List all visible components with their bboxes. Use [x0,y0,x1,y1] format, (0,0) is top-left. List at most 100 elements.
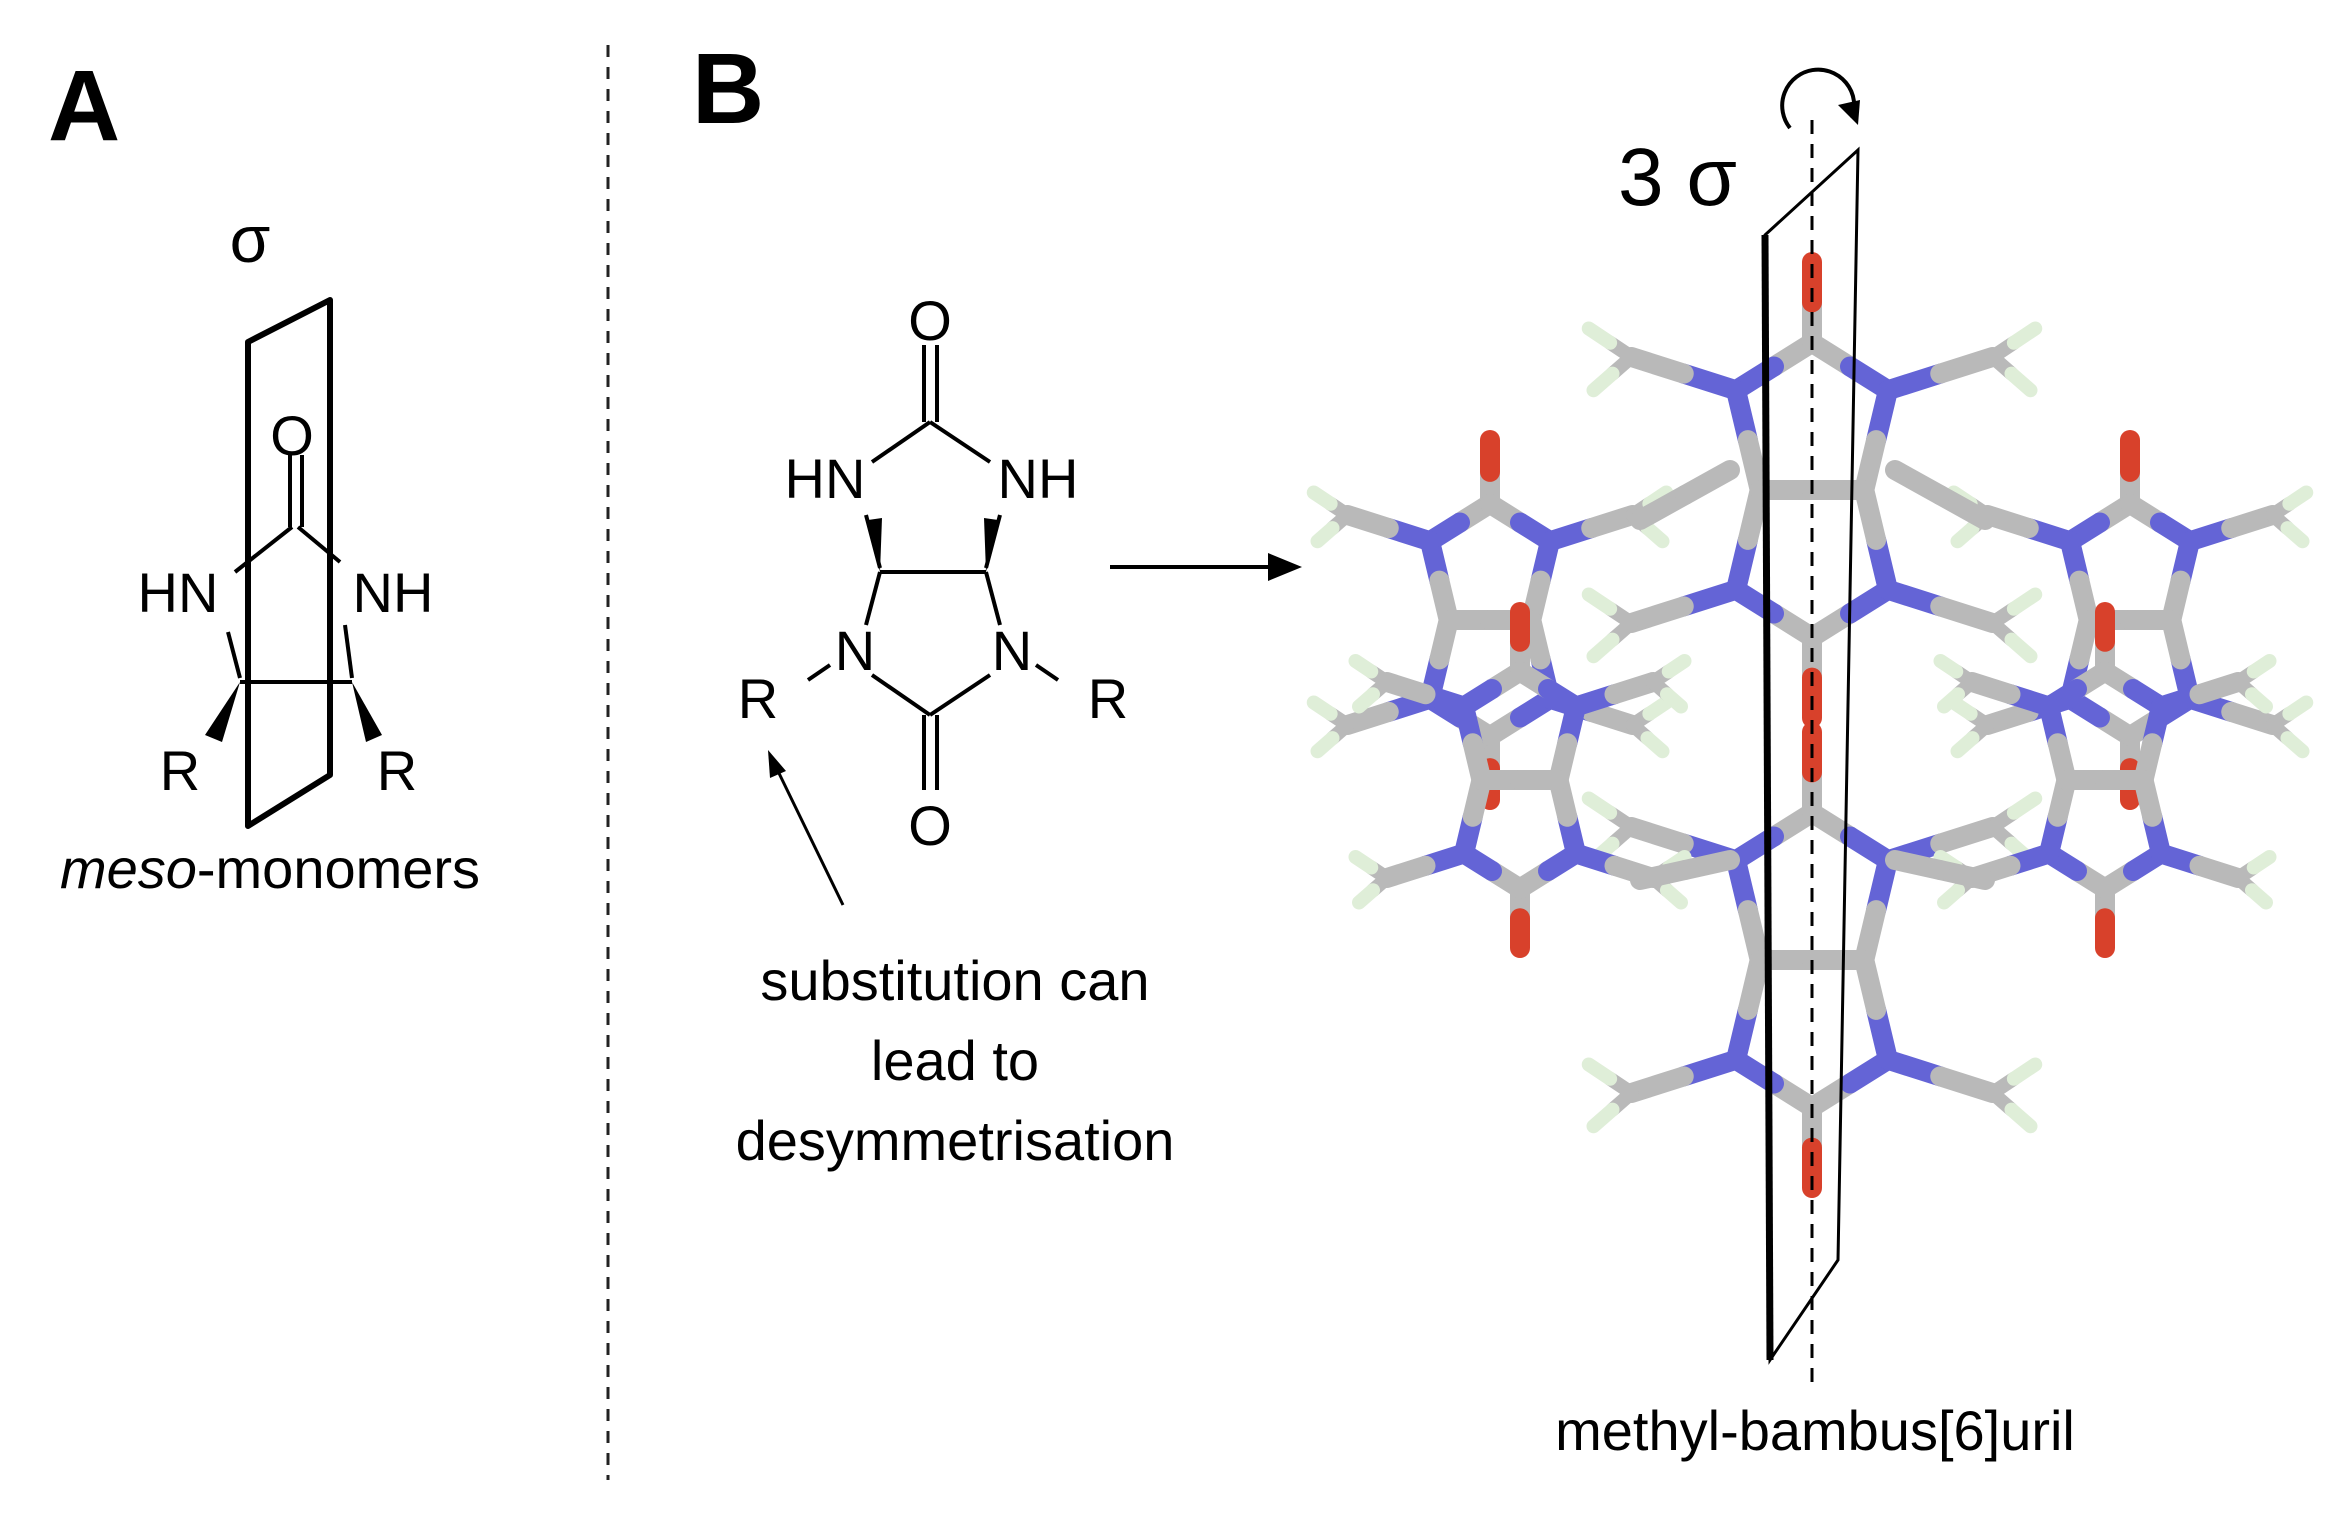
model-bond [1640,731,1670,759]
atom-r-left-b: R [738,667,778,730]
model-bond [1352,687,1380,714]
model-bond [1930,596,2003,633]
model-bond [1660,687,1688,714]
bambusuril-3d-model [1306,252,2314,1198]
note-line-1: substitution can [760,949,1149,1012]
atom-o-top: O [908,289,952,352]
wedge-bond-left [205,682,240,742]
bond-c-n-right [984,571,1002,626]
model-bond [2282,695,2314,721]
atom-nh: NH [353,561,434,624]
rotation-arrow-head [1838,100,1860,125]
model-bond [1337,701,1399,735]
note-line-2: lead to [871,1029,1039,1092]
model-bond [1933,654,1964,679]
panel-a-label: A [48,50,120,162]
model-bond [1306,695,1338,721]
substitution-arrow-head [768,750,786,778]
model-bond [2282,485,2314,511]
model-bond [1348,654,1379,679]
bond-n-c-bottom-left [870,673,932,717]
model-bond [1621,596,1694,633]
model-bond [2004,632,2038,664]
model-bond [2221,505,2283,539]
bond-c-n-left [864,571,882,626]
reaction-arrow-head [1268,553,1302,581]
model-bond [1581,587,1618,616]
model-bond [2006,791,2043,820]
atom-r-right-b: R [1088,667,1128,730]
atom-r-right: R [377,739,417,802]
model-bond [1581,1057,1618,1086]
model-bond [1885,460,1950,505]
model-bond [2280,521,2310,549]
model-bond [2245,687,2273,714]
model-bond [1306,485,1338,511]
model-bond [2006,321,2043,350]
atom-n-left: N [835,619,875,682]
model-bond [1977,701,2039,735]
model-bond [1337,505,1399,539]
atom-hn-b: HN [785,447,866,510]
model-bond [1675,850,1740,880]
atom-o-bottom: O [908,794,952,857]
model-bond [2006,1057,2043,1086]
bond-c-nh-right [296,525,342,564]
atom-nh-b: NH [998,447,1079,510]
atom-n-right: N [992,619,1032,682]
model-bond [2221,701,2283,735]
model-bond [1581,701,1643,735]
structure-caption: methyl-bambus[6]uril [1555,1399,2075,1462]
model-bond [1930,1066,2003,1103]
model-bond [1581,321,1618,350]
bond-n-r-left [806,663,832,682]
model-bond [1586,366,1620,398]
bond-n-c-right [343,624,354,679]
model-bond [1950,731,1980,759]
model-bond [1586,1102,1620,1134]
model-bond [1660,883,1688,910]
model-bond [2006,587,2043,616]
mirror-plane-front-edge [1761,234,1774,1361]
model-bond [2245,883,2273,910]
model-bond [1581,505,1643,539]
model-bond [1348,850,1379,875]
model-bond [1621,817,1694,854]
model-bond [1675,460,1740,505]
model-bond [1621,347,1694,384]
substitution-arrow-line [773,764,845,906]
model-bond [1640,521,1670,549]
model-bond [1661,654,1692,679]
model-bond [2246,654,2277,679]
model-bond [1950,521,1980,549]
model-bond [1310,521,1340,549]
meso-monomers-caption: meso-monomers [60,837,480,900]
model-bond [1885,850,1950,880]
panel-b-label: B [692,33,764,145]
bond-n-r-right [1034,663,1060,682]
model-bond [1586,632,1620,664]
bond-top-left [870,420,932,464]
model-bond [1642,695,1674,721]
bond-top-right [928,420,992,464]
caption-rest: -monomers [197,837,480,900]
bond-n-c-left [226,631,242,679]
atom-r-left: R [160,739,200,802]
model-bond [1930,347,2003,384]
model-bond [1937,883,1965,910]
note-line-3: desymmetrisation [736,1109,1175,1172]
mirror-plane-a [245,297,333,829]
model-bond [2246,850,2277,875]
sigma-label-a: σ [230,202,271,276]
caption-italic: meso [60,837,197,900]
model-bond [2004,1102,2038,1134]
wedge-left [868,518,882,572]
meso-monomer-structure: σ O HN NH R R [138,202,434,829]
model-bond [1352,883,1380,910]
symmetry-elements [1761,67,1860,1385]
model-bond [1930,817,2003,854]
bond-n-c-bottom-right [928,673,992,717]
model-bond [2004,366,2038,398]
wedge-right [984,518,998,572]
glycoluril-structure: O HN NH N N R R O [738,289,1128,857]
